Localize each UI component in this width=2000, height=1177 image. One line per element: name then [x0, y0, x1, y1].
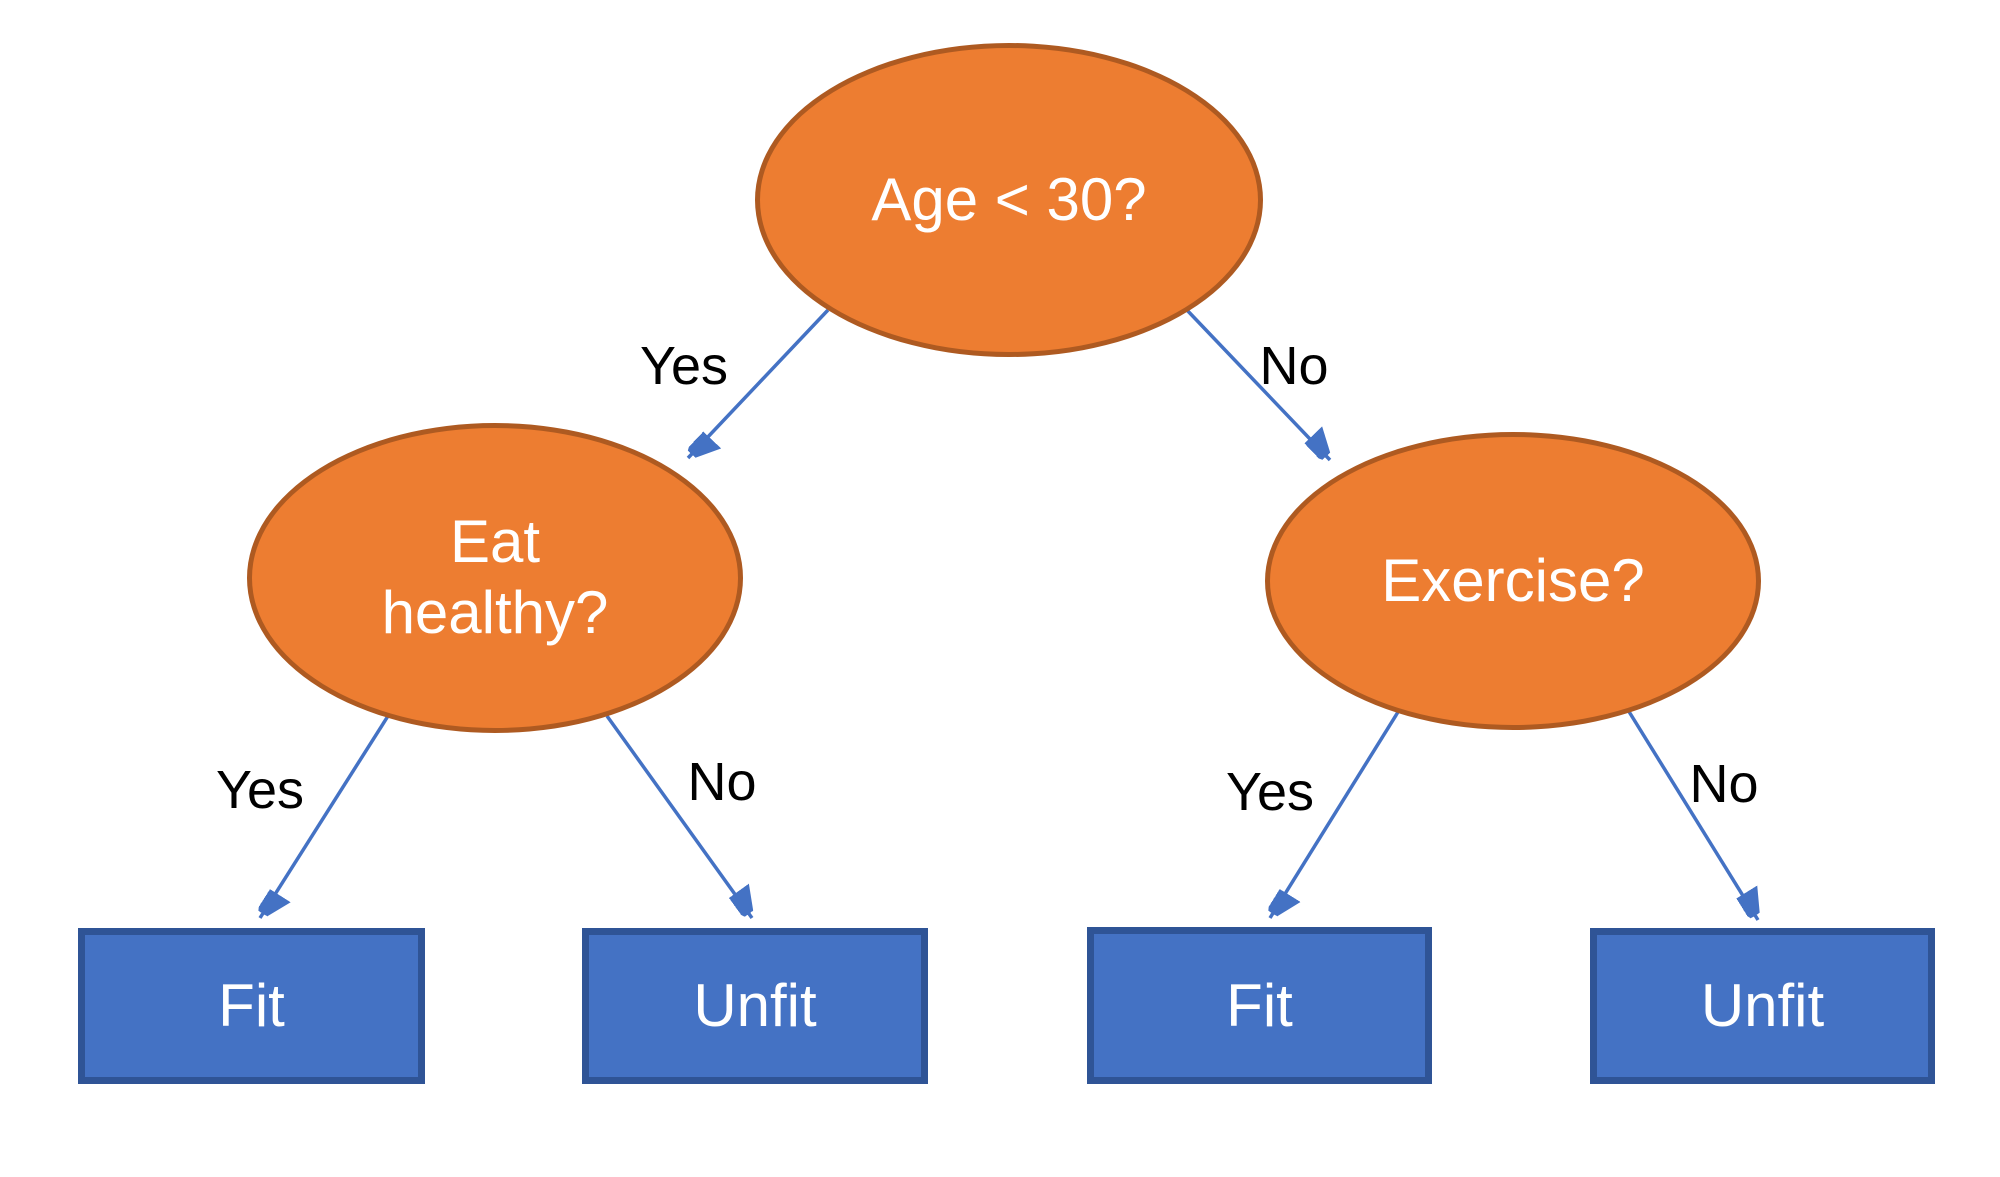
edge-eat-healthy-to-unfit-arrow: [605, 714, 752, 920]
decision-node-age-label: Age < 30?: [871, 165, 1147, 233]
decision-node-eat-healthy-label: Eat healthy?: [381, 508, 609, 646]
decision-node-eat-healthy: Eat healthy?: [247, 423, 743, 733]
edge-label-root-no: No: [1259, 336, 1329, 396]
decision-node-exercise: Exercise?: [1265, 432, 1761, 730]
edge-label-exercise-no: No: [1689, 754, 1759, 814]
leaf-node-unfit-1-label: Unfit: [693, 972, 817, 1039]
edge-label-exercise-yes: Yes: [1225, 762, 1315, 822]
leaf-node-fit-2: Fit: [1087, 927, 1432, 1084]
leaf-node-unfit-2: Unfit: [1590, 928, 1935, 1084]
edge-exercise-to-unfit-arrow: [1626, 709, 1758, 921]
edge-label-eat-healthy-yes: Yes: [215, 760, 305, 820]
leaf-node-unfit-2-label: Unfit: [1700, 972, 1825, 1039]
edge-label-root-yes: Yes: [639, 336, 729, 396]
leaf-node-fit-1-label: Fit: [218, 972, 285, 1039]
leaf-node-unfit-1: Unfit: [582, 928, 928, 1084]
edge-label-eat-healthy-no: No: [687, 752, 757, 812]
leaf-node-fit-2-label: Fit: [1226, 971, 1293, 1039]
decision-node-exercise-label: Exercise?: [1381, 546, 1645, 614]
leaf-node-fit-1: Fit: [78, 928, 425, 1084]
decision-node-age: Age < 30?: [755, 43, 1263, 357]
